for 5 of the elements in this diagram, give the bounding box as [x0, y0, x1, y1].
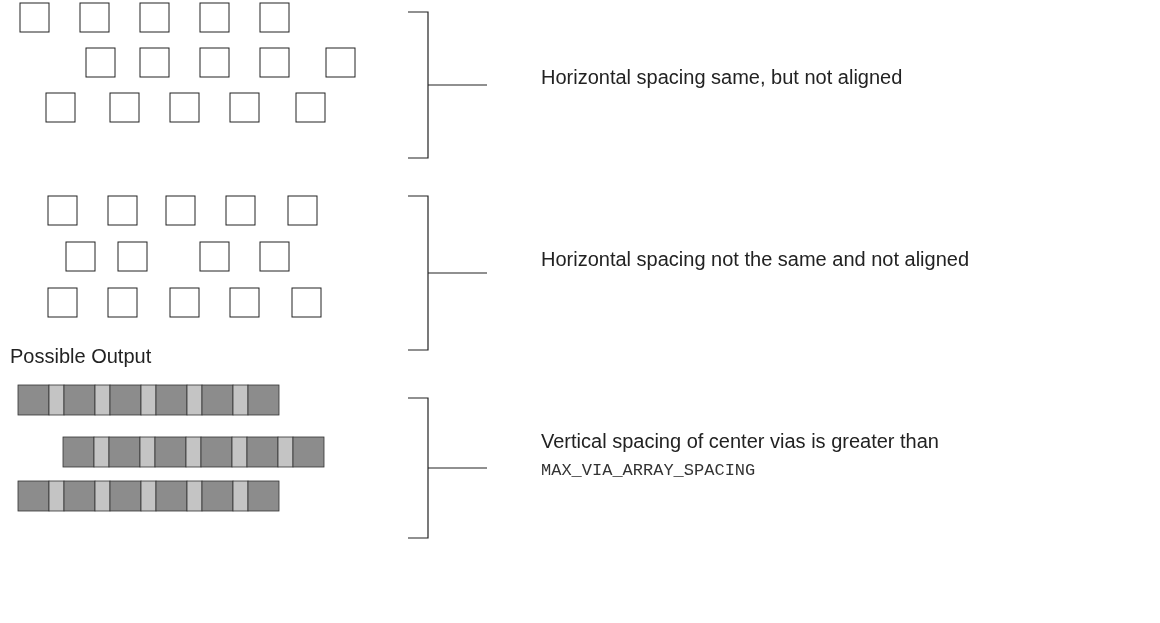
section-heading: Possible Output	[10, 344, 152, 369]
parameter-name: MAX_VIA_ARRAY_SPACING	[541, 460, 756, 482]
annotation-text: Vertical spacing of center vias is greater than	[541, 429, 939, 454]
annotation-text: Horizontal spacing same, but not aligned	[541, 65, 903, 90]
annotation-text: Horizontal spacing not the same and not aligned	[541, 247, 970, 272]
